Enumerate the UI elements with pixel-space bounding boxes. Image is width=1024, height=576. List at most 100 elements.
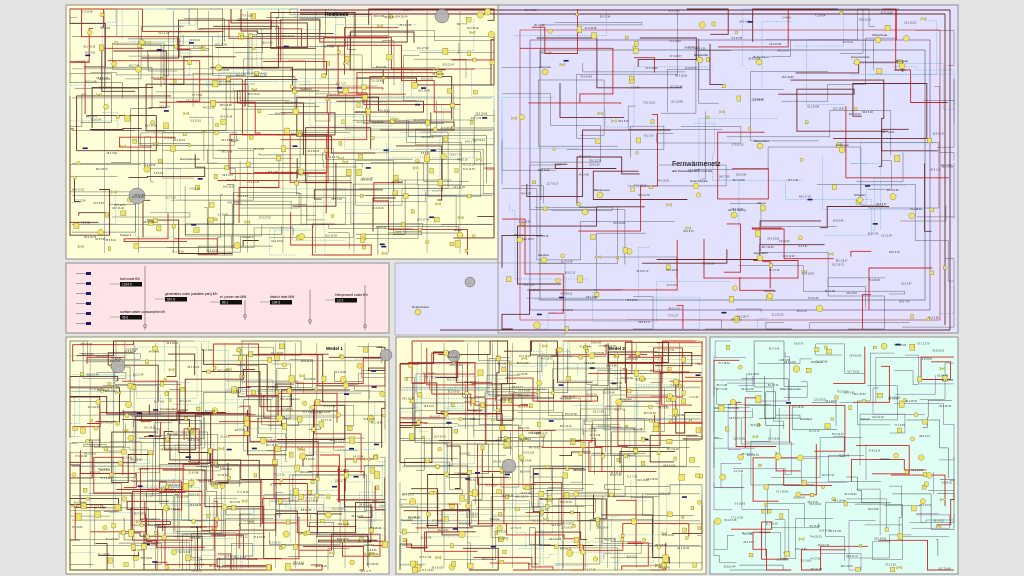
value-label: 14.2 20.42 <box>332 507 344 510</box>
valve-icon <box>655 563 661 568</box>
valve-icon <box>115 390 121 395</box>
value-label: 5.2 2.41 <box>743 533 753 536</box>
value-label: 47.8 2.87 <box>667 284 678 287</box>
component-box <box>661 562 667 569</box>
pipe <box>462 547 499 571</box>
pipe <box>419 138 495 196</box>
pipe <box>499 340 569 391</box>
pipe <box>408 361 483 411</box>
component-box <box>831 497 836 501</box>
value-label: 0.7 26.25 <box>517 373 528 376</box>
component-box <box>633 47 639 54</box>
pipe <box>148 444 214 486</box>
component-box <box>315 399 321 406</box>
value-label: 65.2 5.15 <box>808 501 819 504</box>
component-box <box>182 483 189 491</box>
pipe <box>605 406 668 453</box>
component-box <box>343 520 349 526</box>
valve-icon <box>299 374 305 378</box>
component-box <box>251 390 256 395</box>
pipe <box>169 434 280 480</box>
pipe <box>69 395 163 438</box>
value-label: 27.6 27.52 <box>259 217 271 220</box>
component-box <box>278 498 283 504</box>
component-box <box>574 537 580 543</box>
pipe <box>82 190 116 225</box>
value-label: 82.8 2.12 <box>565 272 576 275</box>
value-label: 84.8 10.76 <box>777 50 789 53</box>
zone-label-tr: Fernwärmenetz <box>672 161 721 168</box>
value-label: 43.6 0.07 <box>430 416 441 419</box>
component-box <box>124 115 131 122</box>
pipe <box>537 311 556 330</box>
component-box <box>464 391 469 395</box>
pipe <box>262 498 297 524</box>
component-box <box>435 464 440 469</box>
valve-icon <box>329 551 335 555</box>
component-label: Kondensator <box>160 407 177 411</box>
pipe <box>840 9 864 54</box>
pipe <box>672 504 703 534</box>
value-label: 36.2 28.59 <box>367 563 379 566</box>
pump-icon <box>799 157 804 162</box>
pipe <box>406 119 474 186</box>
value-label: 19.9 29.67 <box>96 356 108 359</box>
component-box <box>826 348 832 355</box>
pipe <box>298 84 378 87</box>
sensor-icon <box>548 420 554 422</box>
pipe <box>809 322 910 329</box>
value-label: 96.1 23.84 <box>199 480 211 483</box>
value-label: 82.5 16.48 <box>644 412 656 415</box>
value-label: 87.3 28.20 <box>459 523 471 526</box>
pipe <box>700 111 706 180</box>
pipe <box>141 19 272 59</box>
pipe <box>372 191 427 203</box>
value-label: 5.5 4.08 <box>81 221 91 224</box>
component-box <box>620 537 625 542</box>
pump-icon <box>496 525 503 532</box>
value-label: 90.7 6.69 <box>534 24 545 27</box>
value-label: 49.3 3.63 <box>85 52 96 55</box>
value-label: 14.8 8.90 <box>368 553 379 556</box>
value-label: 73.5 8.94 <box>238 18 249 21</box>
pipe <box>589 519 653 553</box>
pump-icon <box>95 399 101 405</box>
loop-line <box>519 29 941 321</box>
value-label: 80.5 20.89 <box>218 369 230 372</box>
pump-icon <box>458 417 463 421</box>
value-label: 80.0 28.14 <box>939 405 951 408</box>
pipe <box>400 520 429 560</box>
pipes-layer <box>69 8 955 571</box>
value-label: 51.5 4.26 <box>189 493 200 496</box>
value-label: 24.5 0.66 <box>134 194 145 197</box>
value-label: 26.0 28.44 <box>502 495 514 498</box>
top-label: Heizblock <box>325 12 349 18</box>
network-node-label: Bahrenfeld <box>754 139 769 143</box>
component-box <box>472 90 478 95</box>
sensor-icon <box>371 386 377 388</box>
component-box <box>121 530 126 535</box>
sensor-icon <box>721 311 727 314</box>
pump-icon <box>282 530 290 538</box>
component-box <box>392 190 399 196</box>
value-label: 45.4 29.02 <box>563 523 575 526</box>
pipe <box>820 520 876 571</box>
kpi-value-box <box>270 300 292 305</box>
pipe <box>293 87 384 90</box>
component-box <box>310 480 315 485</box>
pump-icon <box>547 28 553 34</box>
pipe <box>501 139 556 185</box>
component-box <box>369 552 375 558</box>
component-box <box>566 376 572 381</box>
component-box <box>244 431 250 436</box>
component-box <box>755 230 761 237</box>
component-box <box>520 222 525 226</box>
pump-icon <box>918 454 925 461</box>
value-label: 95.8 24.87 <box>794 497 806 500</box>
value-label: 23.8 3.38 <box>779 359 790 362</box>
component-box <box>652 426 659 432</box>
pipe <box>207 149 218 164</box>
pipe <box>308 471 365 479</box>
pipe <box>717 131 769 200</box>
pipe <box>365 195 457 230</box>
